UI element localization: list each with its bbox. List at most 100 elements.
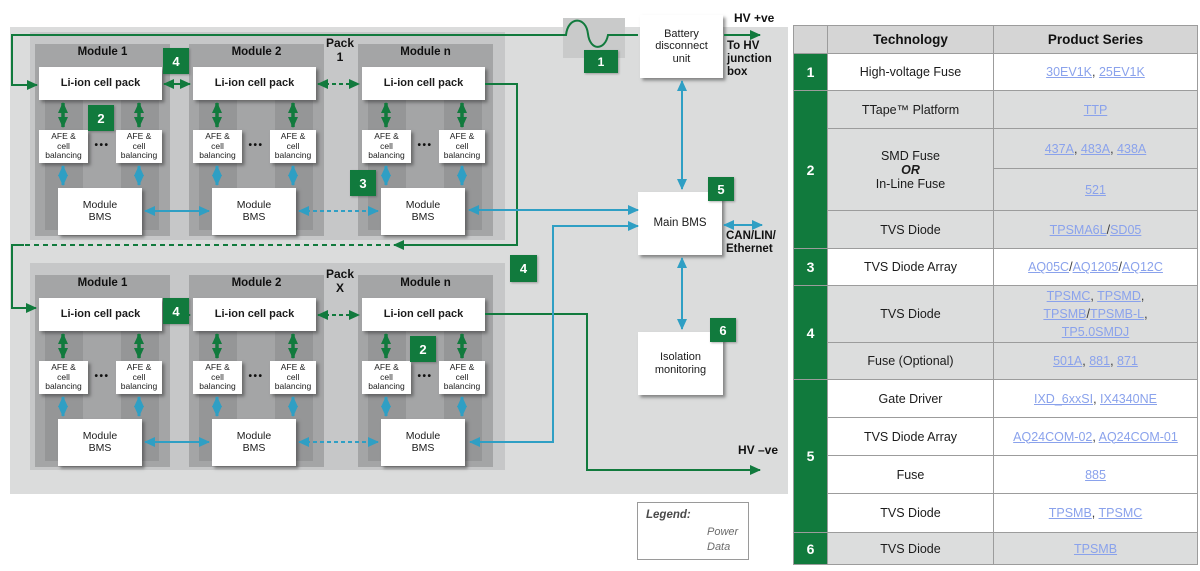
- product-cell: AQ05C/AQ1205/AQ12C: [993, 248, 1198, 286]
- technology-header: Technology: [827, 25, 994, 54]
- product-table-region: Technology Product Series 1 High-voltage…: [793, 25, 1198, 565]
- separator: ,: [1110, 354, 1118, 368]
- product-link[interactable]: 871: [1117, 354, 1138, 368]
- badge-4: 4: [163, 48, 189, 74]
- product-link[interactable]: AQ1205: [1072, 260, 1119, 274]
- battery-disconnect-unit-box: Battery disconnect unit: [640, 15, 723, 78]
- afe-cell-balancing-box: AFE & cell balancing: [439, 130, 485, 163]
- separator: ,: [1073, 141, 1081, 156]
- tech-cell: TVS Diode Array: [827, 417, 994, 456]
- afe-cell-balancing-box: AFE & cell balancing: [362, 130, 411, 163]
- li-ion-cell-pack-box: Li-ion cell pack: [362, 67, 485, 100]
- group-number: 1: [793, 53, 828, 91]
- product-link[interactable]: 483A: [1080, 141, 1111, 156]
- product-link[interactable]: AQ12C: [1121, 260, 1163, 274]
- module-bms-box: Module BMS: [58, 419, 142, 466]
- product-link[interactable]: TP5.0SMDJ: [1061, 325, 1130, 339]
- product-link[interactable]: 437A: [1044, 141, 1074, 156]
- can-lin-ethernet-label: CAN/LIN/ Ethernet: [726, 230, 776, 256]
- product-series-header: Product Series: [993, 25, 1198, 54]
- li-ion-cell-pack-box: Li-ion cell pack: [39, 67, 162, 100]
- product-link[interactable]: 30EV1K: [1046, 65, 1093, 79]
- legend-title: Legend:: [646, 509, 691, 521]
- product-link[interactable]: TPSMC: [1046, 289, 1091, 303]
- product-link[interactable]: 438A: [1117, 141, 1147, 156]
- hv-negative-label: HV –ve: [738, 443, 779, 457]
- product-link[interactable]: TPSMD: [1097, 289, 1141, 303]
- separator: ,: [1091, 506, 1099, 520]
- afe-cell-balancing-box: AFE & cell balancing: [270, 361, 316, 394]
- pack-1-label: Pack 1: [325, 36, 355, 65]
- product-cell: AQ24COM-02, AQ24COM-01: [993, 417, 1198, 456]
- pack-x-container: Module 1 Li-ion cell pack AFE & cell bal…: [30, 263, 505, 470]
- separator: ,: [1090, 289, 1098, 303]
- product-cell: TPSMB: [993, 532, 1198, 565]
- badge-2: 2: [88, 105, 114, 131]
- technology-product-table: Technology Product Series 1 High-voltage…: [793, 25, 1198, 565]
- pack1-module-1: Module 1 Li-ion cell pack AFE & cell bal…: [35, 44, 170, 236]
- product-cell: TTP: [993, 90, 1198, 129]
- product-cell: TPSMC, TPSMD,TPSMB/TPSMB-L,TP5.0SMDJ: [993, 285, 1198, 343]
- separator: /: [1086, 307, 1090, 321]
- product-link[interactable]: AQ05C: [1028, 260, 1070, 274]
- product-link[interactable]: TTP: [1083, 102, 1108, 117]
- product-link[interactable]: TPSMB: [1048, 506, 1092, 520]
- group-number: 3: [793, 248, 828, 286]
- separator: /: [1106, 222, 1111, 237]
- product-cell: 30EV1K, 25EV1K: [993, 53, 1198, 91]
- tech-cell: TTape™ Platform: [827, 90, 994, 129]
- separator: ,: [1082, 354, 1090, 368]
- product-link[interactable]: TPSMB-L: [1089, 307, 1145, 321]
- product-link[interactable]: TPSMA6L: [1049, 222, 1107, 237]
- product-link[interactable]: 885: [1085, 467, 1106, 482]
- product-link[interactable]: AQ24COM-01: [1098, 429, 1178, 444]
- group-number: 6: [793, 532, 828, 565]
- product-cell: TPSMA6L/SD05: [993, 210, 1198, 249]
- afe-cell-balancing-box: AFE & cell balancing: [193, 130, 242, 163]
- module-title: Module n: [400, 46, 451, 58]
- product-link[interactable]: AQ24COM-02: [1013, 429, 1093, 444]
- legend-power-label: Power: [707, 526, 739, 538]
- pack-x-label: Pack X: [325, 267, 355, 296]
- separator: ,: [1093, 391, 1101, 406]
- product-link[interactable]: IX4340NE: [1100, 391, 1157, 406]
- badge-6: 6: [710, 318, 736, 342]
- product-link[interactable]: TPSMB: [1043, 307, 1087, 321]
- badge-2: 2: [410, 336, 436, 362]
- ellipsis-dots: •••: [248, 140, 264, 151]
- afe-cell-balancing-box: AFE & cell balancing: [270, 130, 316, 163]
- product-cell: 437A, 483A, 438A: [993, 128, 1198, 169]
- product-link[interactable]: 881: [1089, 354, 1111, 368]
- product-link[interactable]: 25EV1K: [1098, 65, 1145, 79]
- tech-cell: High-voltage Fuse: [827, 53, 994, 91]
- separator: ,: [1092, 429, 1099, 444]
- ellipsis-dots: •••: [417, 140, 433, 151]
- separator: ,: [1144, 307, 1148, 321]
- packx-module-1: Module 1 Li-ion cell pack AFE & cell bal…: [35, 275, 170, 467]
- product-cell: 885: [993, 455, 1198, 494]
- badge-1: 1: [584, 50, 618, 73]
- afe-cell-balancing-box: AFE & cell balancing: [39, 361, 88, 394]
- product-link[interactable]: IXD_6xxSI: [1034, 391, 1094, 406]
- module-bms-box: Module BMS: [381, 419, 465, 466]
- separator: ,: [1110, 141, 1118, 156]
- pack1-module-n: Module n Li-ion cell pack AFE & cell bal…: [358, 44, 493, 236]
- badge-3: 3: [350, 170, 376, 196]
- main-bms-box: Main BMS: [638, 192, 722, 255]
- product-link[interactable]: TPSMC: [1098, 506, 1143, 520]
- module-title: Module n: [400, 277, 451, 289]
- tech-line: SMD Fuse: [880, 148, 941, 163]
- module-title: Module 2: [231, 277, 282, 289]
- tech-cell: SMD Fuse OR In-Line Fuse: [827, 128, 994, 211]
- separator: /: [1118, 260, 1122, 274]
- product-cell: IXD_6xxSI, IX4340NE: [993, 379, 1198, 418]
- product-link[interactable]: 501A: [1053, 354, 1083, 368]
- legend-data-label: Data: [707, 541, 731, 553]
- afe-cell-balancing-box: AFE & cell balancing: [116, 130, 162, 163]
- product-link[interactable]: 521: [1085, 182, 1106, 197]
- product-cell: TPSMB, TPSMC: [993, 493, 1198, 533]
- product-link[interactable]: TPSMB: [1073, 541, 1118, 556]
- product-link[interactable]: SD05: [1110, 222, 1142, 237]
- product-cell: 521: [993, 168, 1198, 211]
- tech-cell: TVS Diode: [827, 285, 994, 343]
